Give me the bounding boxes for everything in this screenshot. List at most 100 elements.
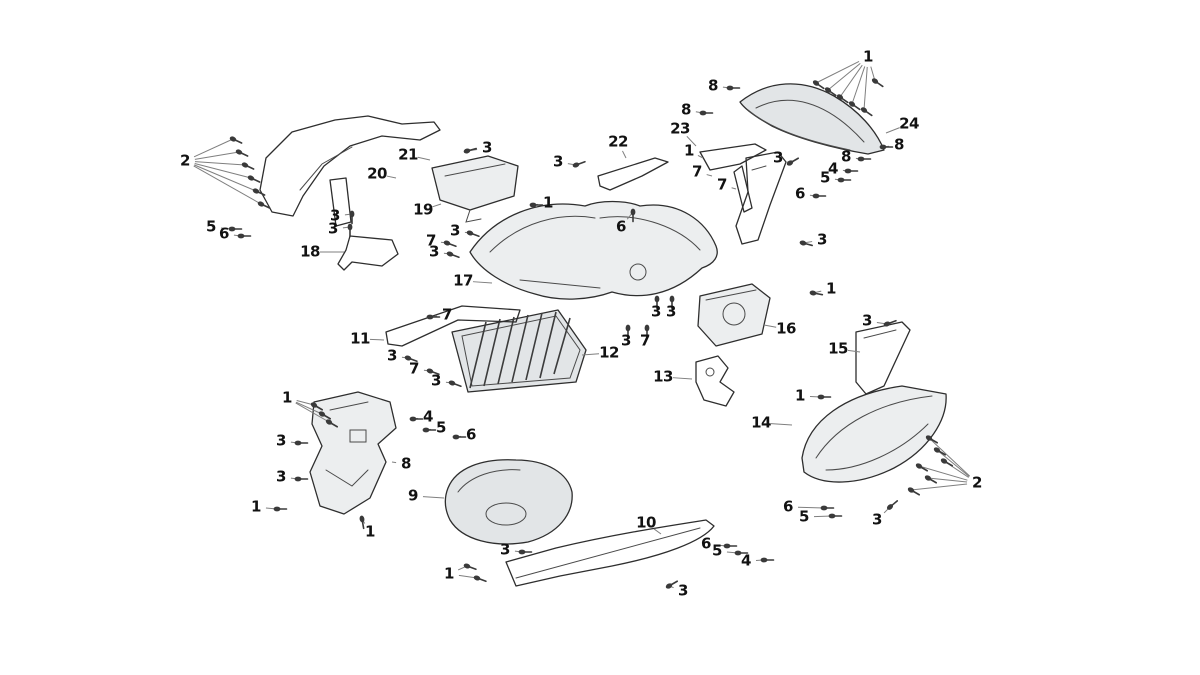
callout-18: 18: [300, 242, 320, 261]
screw-icon: [404, 355, 418, 363]
callout-1: 1: [795, 386, 805, 405]
screw-icon: [235, 149, 249, 157]
callout-7: 7: [692, 162, 702, 181]
screw-icon: [836, 94, 849, 104]
screw-icon: [630, 208, 636, 223]
callout-1: 1: [863, 47, 873, 66]
callout-22: 22: [608, 132, 628, 151]
callout-3: 3: [678, 581, 688, 600]
screw-icon: [907, 487, 921, 496]
screw-icon: [848, 101, 861, 111]
callout-2: 2: [972, 473, 982, 492]
screw-icon: [452, 434, 467, 440]
screw-icon: [463, 147, 477, 154]
part-22-bracket: [597, 157, 669, 191]
screw-icon: [837, 177, 852, 183]
callout-3: 3: [666, 302, 676, 321]
callout-3: 3: [651, 302, 661, 321]
screw-icon: [426, 368, 440, 376]
callout-1: 1: [543, 193, 553, 212]
screw-icon: [879, 144, 894, 150]
screw-icon: [786, 157, 800, 166]
screw-icon: [844, 168, 859, 174]
callout-7: 7: [640, 331, 650, 350]
callout-3: 3: [276, 467, 286, 486]
callout-3: 3: [773, 148, 783, 167]
callout-20: 20: [367, 164, 387, 183]
screw-icon: [860, 107, 873, 117]
part-24-windscreen: [739, 83, 885, 155]
callout-5: 5: [820, 168, 830, 187]
screw-icon: [325, 419, 339, 428]
callout-13: 13: [653, 367, 673, 386]
callout-17: 17: [453, 271, 473, 290]
callout-5: 5: [799, 507, 809, 526]
screw-icon: [817, 394, 832, 400]
part-15-trim-strip: [855, 321, 911, 395]
callout-9: 9: [408, 486, 418, 505]
screw-icon: [915, 463, 929, 472]
screw-icon: [422, 427, 437, 433]
callout-8: 8: [708, 76, 718, 95]
screw-icon: [812, 193, 827, 199]
callout-1: 1: [365, 522, 375, 541]
callout-16: 16: [776, 319, 796, 338]
screw-icon: [247, 175, 261, 183]
part-13-bracket: [695, 355, 735, 407]
callout-15: 15: [828, 339, 848, 358]
leader-lines-and-fasteners: [193, 61, 971, 589]
part-right-stay: [735, 151, 787, 245]
screw-icon: [654, 295, 660, 310]
screw-icon: [886, 500, 899, 510]
screw-icon: [871, 78, 884, 88]
screw-icon: [734, 550, 749, 556]
callout-3: 3: [482, 138, 492, 157]
callout-4: 4: [423, 407, 433, 426]
callout-3: 3: [328, 219, 338, 238]
callout-6: 6: [466, 425, 476, 444]
callout-7: 7: [409, 359, 419, 378]
callout-21: 21: [398, 145, 418, 164]
screw-icon: [446, 251, 460, 259]
part-19-meter-panel: [431, 155, 519, 223]
part-17-upper-cowl: [469, 200, 718, 300]
screw-icon: [828, 513, 843, 519]
callout-3: 3: [387, 346, 397, 365]
screw-icon: [463, 563, 477, 571]
part-23-bracket: [699, 143, 767, 213]
screw-icon: [473, 575, 487, 583]
callout-3: 3: [450, 221, 460, 240]
part-12-vent-grille: [451, 309, 587, 393]
callout-5: 5: [206, 217, 216, 236]
callout-3: 3: [862, 311, 872, 330]
callout-1: 1: [251, 497, 261, 516]
callout-8: 8: [401, 454, 411, 473]
screw-icon: [310, 402, 324, 411]
screw-icon: [726, 85, 741, 91]
screw-icon: [318, 411, 332, 420]
screw-icon: [466, 230, 480, 238]
screw-icon: [665, 580, 679, 589]
screw-icon: [443, 240, 457, 248]
callout-4: 4: [741, 551, 751, 570]
screw-icon: [252, 188, 266, 196]
screw-icon: [294, 440, 309, 446]
callout-7: 7: [426, 231, 436, 250]
screw-icon: [257, 201, 271, 209]
callout-8: 8: [894, 135, 904, 154]
callout-11: 11: [350, 329, 370, 348]
callout-5: 5: [712, 541, 722, 560]
part-11-trim: [385, 305, 521, 347]
callout-7: 7: [717, 175, 727, 194]
part-16-inner-cover: [697, 283, 771, 347]
part-8-side-cowl-left: [309, 391, 397, 515]
callout-3: 3: [553, 152, 563, 171]
callout-3: 3: [817, 230, 827, 249]
screw-icon: [347, 223, 353, 238]
screw-icon: [349, 210, 355, 225]
callout-8: 8: [841, 147, 851, 166]
callout-5: 5: [436, 418, 446, 437]
screw-icon: [644, 324, 650, 339]
callout-23: 23: [670, 119, 690, 138]
